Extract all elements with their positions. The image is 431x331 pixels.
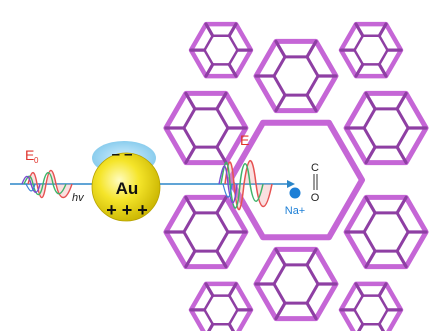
outer-cage-strut-0-1 — [377, 62, 388, 78]
framework-strut-0-1 — [305, 93, 318, 113]
incident-wave-purple — [21, 175, 41, 193]
incident-field-label: E — [25, 147, 34, 163]
framework-cage-inner-4 — [182, 211, 230, 253]
negative-charges: – – — [112, 146, 133, 163]
framework-strut-3-1 — [305, 301, 318, 321]
propagation-arrowhead — [287, 180, 295, 188]
enhanced-wave-green — [220, 161, 264, 209]
outer-cage-inner-5 — [203, 34, 239, 66]
incident-wave-green — [23, 172, 67, 196]
enhanced-wave-blue — [222, 183, 233, 198]
framework-strut-2-1 — [395, 249, 408, 269]
outer-cage-strut-5-5 — [227, 22, 238, 38]
framework-strut-2-5 — [395, 195, 408, 215]
framework-strut-1-2 — [364, 145, 377, 165]
framework-strut-5-2 — [184, 145, 197, 165]
sodium-ion-label: Na+ — [285, 205, 306, 217]
framework-strut-3-5 — [305, 247, 318, 267]
outer-cage-strut-0-2 — [354, 62, 365, 78]
outer-cage-strut-5-4 — [204, 22, 215, 38]
framework-strut-0-4 — [274, 39, 287, 59]
framework-strut-5-5 — [215, 91, 228, 111]
incident-field-subscript: 0 — [34, 156, 39, 165]
framework-strut-4-4 — [184, 195, 197, 215]
outer-cage-strut-3-4 — [204, 282, 215, 298]
framework-strut-1-4 — [364, 91, 377, 111]
zeolite-framework — [163, 21, 429, 331]
framework-strut-4-5 — [215, 195, 228, 215]
framework-cage-inner-3 — [272, 263, 320, 305]
framework-strut-4-1 — [215, 249, 228, 269]
sodium-ion-dot — [289, 187, 301, 199]
outer-cage-strut-0-4 — [354, 22, 365, 38]
outer-cage-strut-3-5 — [227, 282, 238, 298]
outer-cage-strut-2-4 — [354, 282, 365, 298]
enhanced-wave-purple — [218, 165, 238, 204]
framework-cage-inner-0 — [272, 55, 320, 97]
enhanced-wave-red — [224, 160, 273, 211]
framework-strut-0-2 — [274, 93, 287, 113]
framework-strut-1-1 — [395, 145, 408, 165]
co-molecule — [313, 174, 318, 190]
outer-cage-strut-3-1 — [227, 322, 236, 331]
framework-strut-3-2 — [274, 301, 287, 321]
framework-cage-inner-5 — [182, 107, 230, 149]
positive-charges: + + + — [106, 200, 148, 220]
outer-cage-strut-2-2 — [356, 322, 365, 331]
framework-strut-5-4 — [184, 91, 197, 111]
outer-cage-inner-0 — [353, 34, 389, 66]
enhanced-field-label: E — [240, 132, 249, 148]
outer-cage-strut-5-2 — [204, 62, 215, 78]
framework-cage-inner-2 — [362, 211, 410, 253]
framework-strut-4-2 — [184, 249, 197, 269]
gold-sphere — [91, 152, 161, 222]
outer-cage-strut-5-1 — [227, 62, 238, 78]
framework-strut-0-5 — [305, 39, 318, 59]
au-label: Au — [116, 179, 139, 198]
outer-cage-strut-3-2 — [206, 322, 215, 331]
outer-cage-inner-3 — [203, 294, 239, 326]
framework-strut-1-5 — [395, 91, 408, 111]
framework-strut-2-2 — [364, 249, 377, 269]
photon-label: hv — [72, 192, 85, 204]
incident-wave-red — [27, 169, 73, 199]
incident-wave-packet — [10, 169, 93, 199]
framework-strut-2-4 — [364, 195, 377, 215]
outer-cage-strut-2-5 — [377, 282, 388, 298]
outer-cage-inner-2 — [353, 294, 389, 326]
framework-cage-inner-1 — [362, 107, 410, 149]
co-carbon-label: C — [311, 162, 319, 174]
co-oxygen-label: O — [311, 192, 320, 204]
framework-strut-5-1 — [215, 145, 228, 165]
enhanced-wave-packet — [160, 160, 295, 211]
incident-wave-blue — [25, 183, 36, 192]
framework-strut-3-4 — [274, 247, 287, 267]
outer-cage-strut-2-1 — [377, 322, 386, 331]
gold-nanoparticle — [91, 140, 161, 222]
outer-cage-strut-0-5 — [377, 22, 388, 38]
